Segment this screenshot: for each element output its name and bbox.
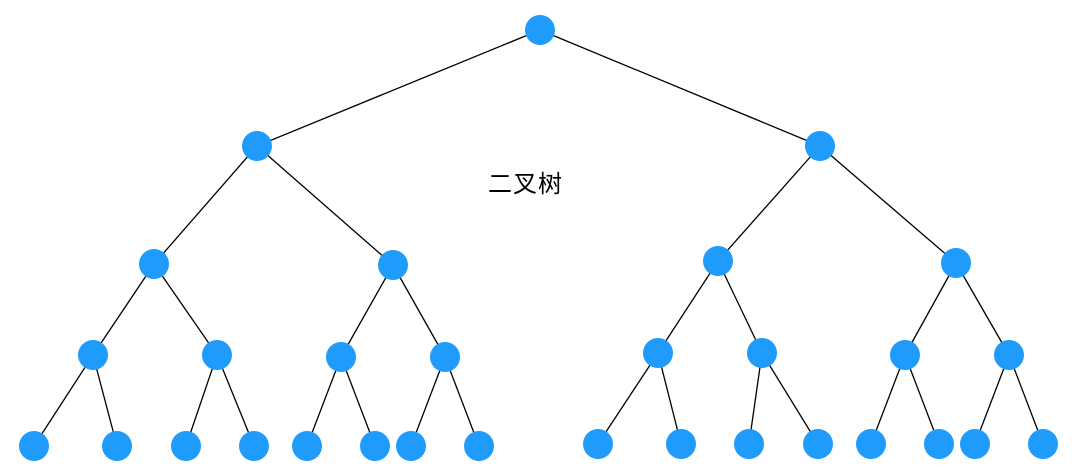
tree-node	[994, 340, 1024, 370]
leaf-node	[464, 431, 494, 461]
tree-edge	[539, 29, 821, 147]
tree-edge	[392, 264, 446, 358]
tree-edge	[306, 356, 342, 447]
tree-edge	[444, 356, 480, 447]
tree-edge	[256, 29, 541, 147]
tree-node	[643, 338, 673, 368]
tree-node	[805, 131, 835, 161]
leaf-node	[960, 429, 990, 459]
tree-edge	[340, 356, 376, 447]
tree-edge	[819, 145, 957, 264]
tree-node	[430, 342, 460, 372]
tree-node	[890, 340, 920, 370]
tree-node	[747, 338, 777, 368]
tree-edge	[256, 145, 394, 266]
leaf-node	[583, 429, 613, 459]
leaf-node	[102, 431, 132, 461]
tree-edge	[340, 264, 394, 358]
leaf-node	[292, 431, 322, 461]
tree-edge	[904, 354, 940, 445]
tree-edge	[597, 352, 659, 445]
tree-edge	[185, 354, 218, 447]
tree-edge	[955, 262, 1010, 356]
leaf-node	[803, 429, 833, 459]
leaf-node	[666, 429, 696, 459]
diagram-title: 二叉树	[488, 170, 563, 198]
leaf-node	[396, 431, 426, 461]
leaf-node	[734, 429, 764, 459]
tree-node	[703, 246, 733, 276]
tree-edge	[92, 354, 118, 447]
tree-edge	[92, 263, 155, 356]
tree-edge	[974, 354, 1010, 445]
leaf-node	[1028, 429, 1058, 459]
tree-edge	[1008, 354, 1044, 445]
leaf-node	[924, 429, 954, 459]
leaf-node	[171, 431, 201, 461]
tree-edge	[761, 352, 819, 445]
tree-edge	[153, 263, 218, 356]
tree-node	[202, 340, 232, 370]
tree-edge	[410, 356, 446, 447]
tree-edge	[748, 352, 763, 445]
tree-edge	[153, 145, 258, 265]
tree-edge	[717, 260, 763, 354]
leaf-node	[19, 431, 49, 461]
tree-edge	[657, 352, 682, 445]
tree-edge	[657, 260, 719, 354]
root-node	[525, 15, 555, 45]
tree-node	[78, 340, 108, 370]
tree-node	[941, 248, 971, 278]
tree-node	[139, 249, 169, 279]
tree-edge	[216, 354, 255, 447]
leaf-node	[360, 431, 390, 461]
tree-edge	[717, 145, 821, 262]
tree-node	[378, 250, 408, 280]
leaf-node	[856, 429, 886, 459]
leaf-node	[239, 431, 269, 461]
tree-edge	[33, 354, 94, 447]
tree-node	[326, 342, 356, 372]
tree-node	[242, 131, 272, 161]
tree-edge	[904, 262, 957, 356]
tree-edge	[870, 354, 906, 445]
